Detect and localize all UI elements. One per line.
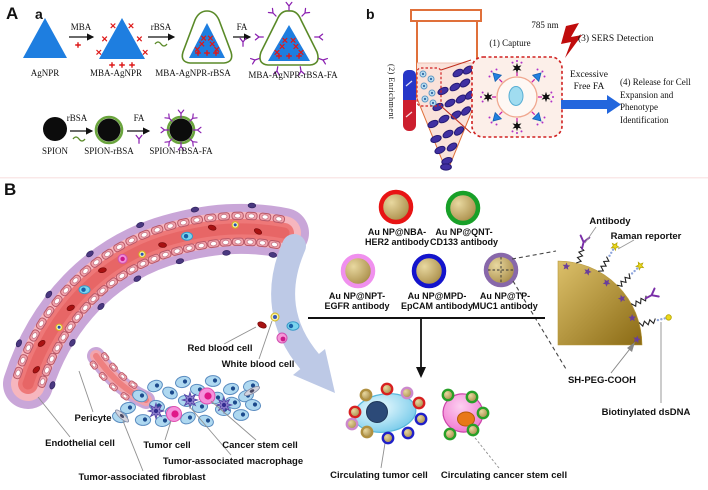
label-endothelial-cell: Endothelial cell — [45, 438, 115, 449]
panel-divider — [0, 177, 708, 179]
release-line-1: (4) Release for Cell — [620, 77, 691, 87]
ctc-nucleus — [366, 401, 388, 423]
captured-cell-nucleus — [508, 86, 524, 106]
rbsa-coat-outline — [181, 10, 233, 64]
circulating-cells — [345, 382, 490, 445]
label-mba-agnpr: MBA-AgNPR — [89, 68, 143, 78]
fa-marks — [135, 37, 247, 151]
label-free-fa: Free FA — [573, 82, 605, 92]
spion-rbsa-fa-circle — [169, 118, 193, 142]
label-capture: (1) Capture — [489, 38, 531, 48]
label-785nm: 785 nm — [531, 20, 559, 30]
arrow-label-fa: FA — [236, 22, 248, 32]
flow-cells — [257, 312, 300, 344]
red-blood-cell — [257, 321, 267, 329]
arrow-label-fa-2: FA — [133, 113, 145, 123]
spion-circle — [43, 117, 67, 141]
panel-a-sub-b: b — [366, 6, 375, 22]
pericyte-layer — [15, 202, 277, 390]
panel-a-sub-a: a — [35, 6, 43, 22]
rbsa-squiggle-2 — [72, 136, 86, 142]
ccsc-nucleus — [457, 411, 475, 427]
label-circulating-cancer-stem-cell: Circulating cancer stem cell — [440, 470, 568, 481]
label-excessive: Excessive — [570, 70, 608, 80]
magnify-dashes — [511, 250, 567, 370]
surface-probes — [562, 234, 672, 344]
label-white-blood-cell: White blood cell — [221, 359, 295, 370]
release-line-4: Identification — [620, 114, 669, 125]
label-red-blood-cell: Red blood cell — [187, 343, 253, 354]
tube-cells — [419, 65, 476, 171]
down-arrowhead — [416, 367, 426, 378]
inset-nanoprobes — [480, 60, 554, 134]
label-antibody: Antibody — [589, 216, 631, 227]
label-cancer-stem-cell: Cancer stem cell — [222, 440, 298, 451]
label-agnpr: AgNPR — [30, 68, 60, 78]
release-line-2: Expansion and — [620, 89, 674, 100]
functionalized-np-surface — [557, 226, 672, 403]
spion-functionalization-row — [43, 37, 247, 151]
triangle-surface-marks — [75, 1, 328, 76]
bound-nanoprobes — [345, 382, 490, 445]
label-np2: Au NP@QNT- CD133 antibody — [429, 227, 499, 247]
label-biotinylated-dsdna: Biotinylated dsDNA — [601, 407, 691, 418]
capture-workflow — [403, 9, 621, 171]
arrow-label-rbsa-2: rBSA — [66, 113, 88, 123]
label-spion-rbsa-fa: SPION-rBSA-FA — [149, 146, 213, 156]
tube-rim — [410, 9, 482, 22]
label-circulating-tumor-cell: Circulating tumor cell — [330, 470, 428, 481]
label-release: (4) Release for Cell Expansion and Pheno… — [620, 76, 708, 126]
label-tumor-cell: Tumor cell — [143, 440, 191, 451]
au-np-npt-egfr — [340, 253, 376, 289]
tumor-cluster — [112, 375, 262, 428]
flow-arrow — [271, 234, 335, 393]
rbsa-squiggle — [154, 41, 168, 47]
release-arrow — [561, 95, 621, 114]
spion-rbsa-circle — [97, 118, 121, 142]
label-sers-detection: (3) SERS Detection — [578, 34, 654, 44]
mba-agnpr-rbsa-fa-triangle — [268, 25, 310, 61]
label-np1: Au NP@NBA- HER2 antibody — [364, 227, 430, 247]
arrow-label-mba: MBA — [70, 22, 92, 32]
label-sh-peg-cooh: SH-PEG-COOH — [567, 375, 637, 386]
au-np-qnt-cd133 — [445, 190, 481, 226]
au-np-mpd-epcam — [411, 253, 447, 289]
rbsa-coat-outline-fa — [259, 10, 319, 66]
endothelial-layer — [13, 211, 286, 388]
agnpr-functionalization-row — [23, 1, 328, 76]
blood-vessel — [3, 202, 309, 409]
laser-bolt-icon — [561, 23, 582, 58]
label-tumor-associated-macrophage: Tumor-associated macrophage — [162, 456, 304, 467]
label-spion-rbsa: SPION-rBSA — [84, 146, 134, 156]
label-raman-reporter: Raman reporter — [610, 231, 682, 242]
label-np4: Au NP@MPD- EpCAM antibody — [401, 291, 473, 311]
label-mba-agnpr-rbsa: MBA-AgNPR-rBSA — [155, 68, 231, 78]
lumen-cells — [32, 221, 263, 374]
release-line-3: Phenotype — [620, 102, 658, 112]
arrow-label-rbsa: rBSA — [150, 22, 172, 32]
tube-zoom-box — [416, 67, 442, 107]
nanoprobe-row — [308, 189, 567, 378]
label-enrichment: (2) Enrichment — [387, 64, 396, 120]
label-np3: Au NP@NPT- EGFR antibody — [324, 291, 390, 311]
mba-agnpr-triangle — [99, 18, 145, 59]
au-np-tp-muc1 — [483, 252, 519, 288]
label-pericyte: Pericyte — [74, 413, 112, 424]
label-spion: SPION — [41, 146, 69, 156]
branch-cells — [89, 352, 138, 401]
magnet-north — [403, 70, 416, 100]
au-np-nba-her2 — [378, 189, 414, 225]
panel-a-label: A — [6, 4, 19, 23]
agnpr-triangle — [23, 18, 67, 58]
label-np5: Au NP@TP- MUC1 antibody — [472, 291, 538, 311]
label-tumor-associated-fibroblast: Tumor-associated fibroblast — [78, 472, 206, 483]
label-mba-agnpr-rbsa-fa: MBA-AgNPR-rBSA-FA — [248, 70, 338, 80]
panel-b-label: B — [4, 180, 17, 199]
